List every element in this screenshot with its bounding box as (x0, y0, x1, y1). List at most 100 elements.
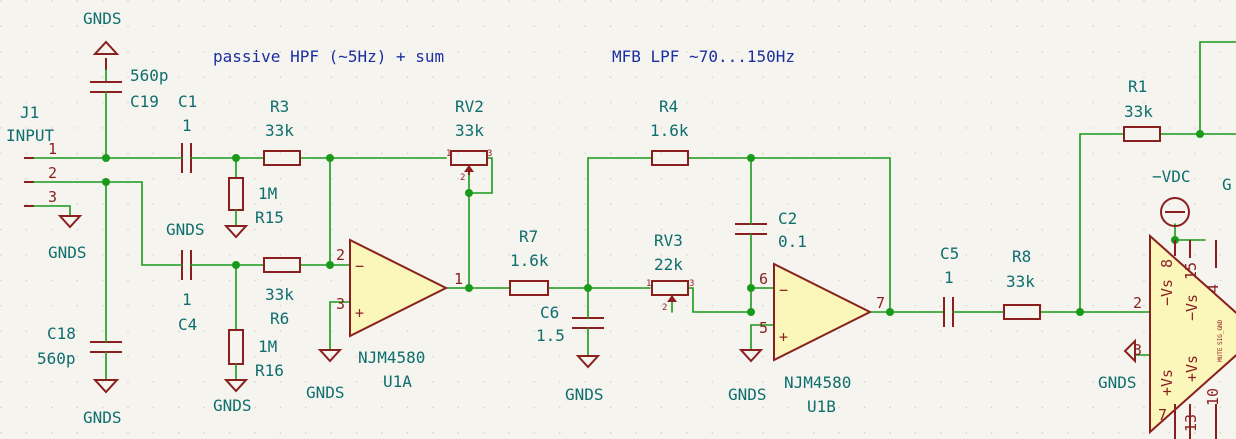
rv3-ref: RV3 (654, 231, 683, 250)
gnd-label-c19: GNDS (83, 9, 122, 28)
rv3-value: 22k (654, 255, 683, 274)
u2-plus-vs-1: +Vs (1158, 369, 1176, 396)
u1a-minus: − (355, 257, 364, 275)
u1a-value: NJM4580 (358, 348, 425, 367)
capacitor-c1: C1 1 (173, 92, 199, 173)
c6-value: 1.5 (536, 326, 565, 345)
r3-value: 33k (265, 121, 294, 140)
rv2-pin-1: 1 (446, 149, 451, 159)
j1-pin-1: 1 (48, 140, 57, 158)
rv2-value: 33k (455, 121, 484, 140)
vdc-label: −VDC (1152, 167, 1191, 186)
r8-value: 33k (1006, 272, 1035, 291)
c19-value: 560p (130, 66, 169, 85)
u2-pin-4: 4 (1204, 284, 1222, 293)
c5-ref: C5 (940, 244, 959, 263)
note-hpf: passive HPF (~5Hz) + sum (213, 47, 444, 66)
c2-ref: C2 (778, 209, 797, 228)
gnd-label-c18: GNDS (83, 408, 122, 427)
u1a-pin-1: 1 (454, 270, 463, 288)
u1a-pin-2: 2 (336, 246, 345, 264)
note-lpf: MFB LPF ~70...150Hz (612, 47, 795, 66)
u2-pin-10: 10 (1204, 388, 1222, 406)
c1-ref: C1 (178, 92, 197, 111)
u2-pin-2: 2 (1133, 294, 1142, 312)
capacitor-c6: C6 1.5 GNDS (536, 303, 604, 404)
r4-ref: R4 (659, 97, 678, 116)
r15-value: 1M (258, 184, 277, 203)
u1a-plus: + (355, 304, 364, 322)
r8-ref: R8 (1012, 247, 1031, 266)
resistor-r7: R7 1.6k (509, 227, 549, 296)
u2-sig-gnd: SIG_GND (1217, 319, 1224, 345)
u1a-ref: U1A (383, 372, 412, 391)
gnd-label-c6: GNDS (565, 385, 604, 404)
c19-ref: C19 (130, 92, 159, 111)
u2-pin-13: 13 (1182, 414, 1200, 432)
c1-value: 1 (182, 116, 192, 135)
rv2-pin-3: 3 (487, 149, 492, 159)
amplifier-ic-u2: GNDS 2 3 7 8 15 4 −Vs −Vs SIG_GND +Vs +V… (1098, 233, 1236, 439)
u1a-pin-3: 3 (336, 295, 345, 313)
u1b-ref: U1B (807, 397, 836, 416)
u2-plus-vs-2: +Vs (1183, 355, 1201, 382)
opamp-u1b: 6 5 7 − + NJM4580 U1B GNDS (728, 262, 885, 416)
j1-ref: J1 (20, 103, 39, 122)
r3-ref: R3 (270, 97, 289, 116)
r16-ref: R16 (255, 361, 284, 380)
resistor-r6: 33k R6 (263, 257, 301, 328)
capacitor-c18: C18 560p GNDS (37, 324, 122, 427)
c2-value: 0.1 (778, 232, 807, 251)
resistor-r1: R1 33k (1123, 77, 1161, 142)
rv3-pin-1: 1 (646, 279, 651, 289)
c18-ref: C18 (47, 324, 76, 343)
r7-ref: R7 (519, 227, 538, 246)
gnd-label-j1: GNDS (48, 243, 87, 262)
r1-ref: R1 (1128, 77, 1147, 96)
r1-value: 33k (1124, 102, 1153, 121)
u1b-minus: − (779, 281, 788, 299)
r4-value: 1.6k (650, 121, 689, 140)
j1-name: INPUT (6, 126, 55, 145)
u1b-plus: + (779, 328, 788, 346)
rv3-pin-3: 3 (689, 279, 694, 289)
c18-value: 560p (37, 349, 76, 368)
u1b-pin-5: 5 (759, 319, 768, 337)
resistor-r3: R3 33k (263, 97, 301, 166)
capacitor-c5: C5 1 (940, 244, 961, 327)
c5-value: 1 (944, 268, 954, 287)
u2-mute: MUTE (1217, 347, 1224, 362)
potentiometer-rv3: RV3 22k 1 2 3 (646, 231, 694, 313)
capacitor-c4: 1 C4 (173, 250, 199, 334)
gnd-label-r16: GNDS (213, 396, 252, 415)
r7-value: 1.6k (510, 251, 549, 270)
u1b-pin-7: 7 (876, 294, 885, 312)
u2-minus-vs-1: −Vs (1158, 279, 1176, 306)
rv3-pin-2: 2 (662, 303, 667, 313)
gnd-label-u1b: GNDS (728, 385, 767, 404)
j1-pin-3: 3 (48, 188, 57, 206)
c6-ref: C6 (540, 303, 559, 322)
resistor-r15: 1M R15 GNDS (166, 177, 284, 239)
opamp-u1a: 2 3 1 − + NJM4580 U1A GNDS (306, 238, 463, 402)
r16-value: 1M (258, 337, 277, 356)
u2-minus-vs-2: −Vs (1183, 294, 1201, 321)
u1b-value: NJM4580 (784, 373, 851, 392)
capacitor-c19: GNDS 560p C19 (83, 9, 169, 111)
gnd-label-r15: GNDS (166, 220, 205, 239)
r15-ref: R15 (255, 208, 284, 227)
r6-value: 33k (265, 285, 294, 304)
u2-pin-8: 8 (1158, 259, 1176, 268)
u2-pin-15: 15 (1182, 262, 1200, 280)
j1-pin-2: 2 (48, 164, 57, 182)
resistor-r4: R4 1.6k (650, 97, 689, 166)
gnd-label-u2: GNDS (1098, 373, 1137, 392)
gnd-label-u1a: GNDS (306, 383, 345, 402)
rv2-ref: RV2 (455, 97, 484, 116)
rv2-pin-2: 2 (460, 173, 465, 183)
potentiometer-rv2: RV2 33k 1 2 3 (446, 97, 492, 183)
vdc-partial-label: G (1222, 175, 1232, 194)
resistor-r8: R8 33k (1003, 247, 1041, 320)
